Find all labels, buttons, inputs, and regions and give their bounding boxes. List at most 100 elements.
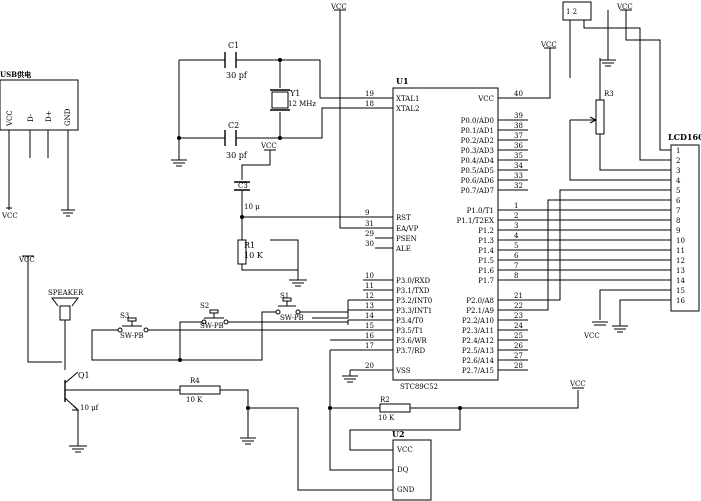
c2-ref: C2 [228, 121, 239, 130]
r4-ref: R4 [190, 377, 200, 385]
s2-value: SW-PB [200, 322, 224, 330]
u1-pin-number: 29 [365, 230, 374, 238]
r4-value: 10 K [186, 396, 203, 404]
u1-pin-number: 13 [365, 302, 374, 310]
u1-vcc-net: VCC [498, 41, 557, 99]
u1-pin-name: P3.1/TXD [396, 287, 430, 295]
u1-pin-number: 21 [514, 292, 523, 300]
usb-pin-vcc: VCC [6, 110, 14, 127]
reset-circuit: VCC C3 10 μ R1 10 K [234, 142, 393, 287]
u1-mcu: U1 STC89C52 19XTAL118XTAL29RST31EA/VP29P… [365, 76, 528, 391]
s3-contact [143, 327, 149, 333]
u1-pin-number: 35 [514, 152, 523, 160]
r4-gnd-symbol [240, 437, 256, 445]
u1-pin-number: 7 [514, 262, 518, 270]
lcd-vcc-symbol [592, 321, 608, 326]
u1-pin-number: 8 [514, 272, 518, 280]
s1-ref: S1 [280, 292, 289, 300]
u1-pin-name: P1.3 [478, 237, 494, 245]
u1-pin-number: 12 [365, 292, 374, 300]
u1-pin-name: P3.5/T1 [396, 327, 423, 335]
u2-vcc-label: VCC [569, 380, 586, 388]
u1-pin-name: P1.0/T1 [467, 207, 494, 215]
u1-pin-name: ALE [395, 245, 411, 253]
u2-sensor: U2 VCC DQ GND R2 10 K VCC [328, 380, 586, 501]
ea-vcc: VCC [330, 3, 393, 249]
lcd-pin-number: 2 [676, 157, 680, 165]
c3-ref: C3 [238, 182, 248, 190]
u1-pin-number: 2 [514, 212, 518, 220]
u1-vcc-wire [498, 47, 556, 99]
u1-pin-name: P2.1/A9 [466, 307, 494, 315]
u1-pin-number: 23 [514, 312, 523, 320]
u2-pin-dq: DQ [397, 466, 409, 474]
u1-pin-number: 6 [514, 252, 519, 260]
c3-value: 10 μ [244, 203, 260, 211]
u1-pin-number: 20 [365, 362, 374, 370]
junction [278, 136, 282, 140]
junction [328, 406, 332, 410]
u1-pin-number: 32 [514, 182, 523, 190]
r2-ref: R2 [380, 396, 390, 404]
r1-ref: R1 [244, 241, 255, 250]
lcd-pin-number: 15 [676, 287, 685, 295]
u1-pin-name: XTAL2 [396, 105, 419, 113]
u1-pin-name: P1.1/T2EX [457, 217, 494, 225]
c1-ref: C1 [228, 41, 239, 50]
u1-pin-name: P0.4/AD4 [461, 157, 495, 165]
u1-pin-name: P1.2 [478, 227, 494, 235]
reset-vcc-net [241, 149, 276, 180]
u2-ref: U2 [392, 429, 405, 439]
junction [246, 406, 250, 410]
u1-pin-name: P2.6/A14 [462, 357, 495, 365]
top-vcc-net-1 [620, 9, 671, 151]
usb-leads [8, 130, 69, 210]
clock-gnd-symbol [171, 159, 187, 167]
q1-gnd-symbol [69, 445, 87, 453]
switch-top-label: 1 2 [566, 8, 577, 16]
u1-pin-number: 40 [514, 90, 523, 98]
s2-net [179, 321, 348, 360]
junction [177, 136, 181, 140]
u1-pin-name: P2.2/A10 [462, 317, 494, 325]
q1-arrow [72, 405, 80, 411]
u1-pin-name: P2.3/A11 [462, 327, 494, 335]
speaker-cone [51, 297, 79, 307]
lcd-pin-number: 9 [676, 227, 680, 235]
c1-plates [224, 52, 237, 68]
ea-vcc-label: VCC [330, 3, 347, 11]
u1-pin-name: PSEN [396, 235, 417, 243]
q1-value: 10 μf [80, 404, 100, 412]
c1-value: 30 pf [226, 71, 248, 80]
r3-wiper-arrow [589, 116, 598, 124]
vss-gnd [342, 369, 393, 383]
r2-value: 10 K [378, 414, 395, 422]
lcd-pin-number: 10 [676, 237, 685, 245]
u1-pin-number: 14 [365, 312, 374, 320]
c2-plates [224, 130, 237, 146]
u1-pin-name: P3.2/INT0 [396, 297, 432, 305]
lcd-pin-number: 6 [676, 197, 681, 205]
u1-pin-number: 26 [514, 342, 523, 350]
u1-pin-number: 22 [514, 302, 523, 310]
switch-top-body [562, 1, 592, 21]
u1-vcc-label: VCC [540, 41, 557, 49]
u1-pin-number: 9 [365, 209, 369, 217]
u1-pin-name: P3.3/INT1 [396, 307, 432, 315]
q1-ref: Q1 [78, 371, 90, 380]
u1-pin-number: 16 [365, 332, 374, 340]
s3-cap [127, 317, 137, 322]
u1-pin-number: 4 [514, 232, 519, 240]
lcd-pin-number: 3 [676, 167, 680, 175]
u1-ref: U1 [396, 76, 409, 86]
p2-1-wire [498, 199, 671, 311]
lcd-pin-number: 4 [676, 177, 681, 185]
u1-pin-number: 1 [514, 202, 518, 210]
u1-pin-name: P2.4/A12 [462, 337, 494, 345]
usb-pin-dminus: D- [27, 113, 35, 122]
r3-body [595, 99, 605, 135]
u1-pin-name: P1.4 [478, 247, 494, 255]
